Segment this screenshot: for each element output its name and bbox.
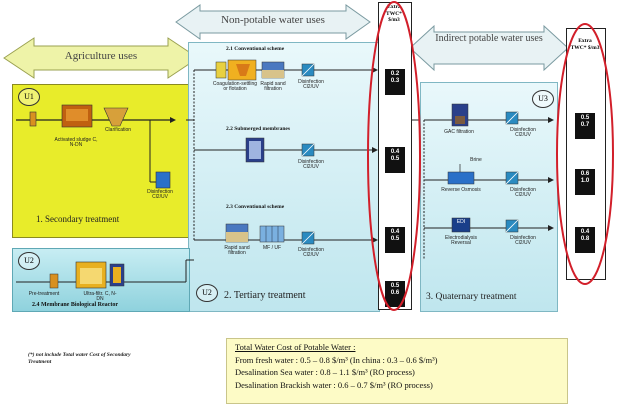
extra-twc-col2-value-3: 0.4 0.8 (574, 226, 596, 254)
red-ellipse-col1 (367, 1, 421, 311)
tertiary-treatment-panel (188, 42, 380, 312)
potable-water-cost-summary: Total Water Cost of Potable Water : From… (226, 338, 568, 404)
label-disinfection-2-1: Disinfection Cl2/UV (298, 79, 324, 91)
agriculture-heading: Agriculture uses (64, 50, 138, 62)
summary-brackish-water: Desalination Brackish water : 0.6 – 0.7 … (235, 379, 433, 390)
label-rsf-1: Rapid sand filtration (260, 81, 286, 93)
extra-twc-col1-header: Extra TWC* $/m3 (386, 4, 402, 24)
extra-twc-col1-value-3: 0.4 0.5 (384, 226, 406, 254)
label-disinfection-2-3: Disinfection Cl2/UV (298, 247, 324, 259)
footnote: (*) not include Total water Cost of Seco… (28, 352, 131, 365)
label-disinfection-q3: Disinfection Cl2/UV (510, 235, 536, 247)
label-disinfection-sec: Disinfection Cl2/UV (147, 189, 173, 201)
label-ultrafiltr: Ultra-filtr. C, N-DN (83, 291, 117, 303)
non-potable-heading: Non-potable water uses (221, 14, 325, 26)
label-pretreatment: Pre-treatment (28, 291, 60, 297)
summary-fresh-water: From fresh water : 0.5 – 0.8 $/m³ (In ch… (235, 354, 438, 365)
label-edr: Electrodialysis Reversal (445, 235, 477, 247)
label-edi: EDI (456, 219, 466, 225)
label-mf-uf: MF / UF (262, 245, 282, 251)
red-ellipse-col2 (556, 23, 614, 285)
section-2-3: 2.3 Conventional scheme (226, 204, 285, 210)
u2-badge-tertiary: U2 (196, 284, 218, 302)
non-potable-arrow (175, 4, 371, 40)
extra-twc-col2-value-2: 0.6 1.0 (574, 168, 596, 196)
summary-sea-water: Desalination Sea water : 0.8 – 1.1 $/m³ … (235, 367, 415, 377)
extra-twc-col1-value-1: 0.2 0.3 (384, 68, 406, 96)
quaternary-title: 3. Quaternary treatment (426, 292, 517, 302)
label-gac: GAC filtration (444, 129, 474, 135)
summary-title: Total Water Cost of Potable Water : (235, 342, 356, 352)
tertiary-title: 2. Tertiary treatment (224, 290, 306, 301)
secondary-title: 1. Secondary treatment (36, 214, 120, 224)
extra-twc-col1-value-2: 0.4 0.5 (384, 146, 406, 174)
label-rsf-2: Rapid sand filtration (224, 245, 250, 257)
u1-badge: U1 (18, 88, 40, 106)
label-clarification: Clarification (104, 127, 132, 133)
label-brine: Brine (470, 157, 482, 163)
indirect-potable-heading: Indirect potable water uses (435, 33, 543, 44)
label-coagulation: Coagulation-settling or flotation (212, 81, 258, 93)
u3-badge: U3 (532, 90, 554, 108)
section-2-1: 2.1 Conventional scheme (226, 46, 285, 52)
extra-twc-col2-header: Extra TWC* $/m3 (570, 38, 600, 51)
label-activated-sludge: Activated sludge C, N-DN (54, 137, 98, 149)
label-ro: Reverse Osmosis (441, 187, 481, 193)
mbr-title: 2.4 Membrane Biological Reactor (32, 302, 118, 308)
label-disinfection-q2: Disinfection Cl2/UV (510, 187, 536, 199)
section-2-2: 2.2 Submerged membranes (226, 126, 291, 132)
u2-badge-mbr: U2 (18, 252, 40, 270)
secondary-treatment-panel (12, 84, 190, 238)
extra-twc-col2-value-1: 0.5 0.7 (574, 112, 596, 140)
label-disinfection-2-2: Disinfection Cl2/UV (298, 159, 324, 171)
label-disinfection-q1: Disinfection Cl2/UV (510, 127, 536, 139)
extra-twc-col2 (566, 28, 606, 280)
